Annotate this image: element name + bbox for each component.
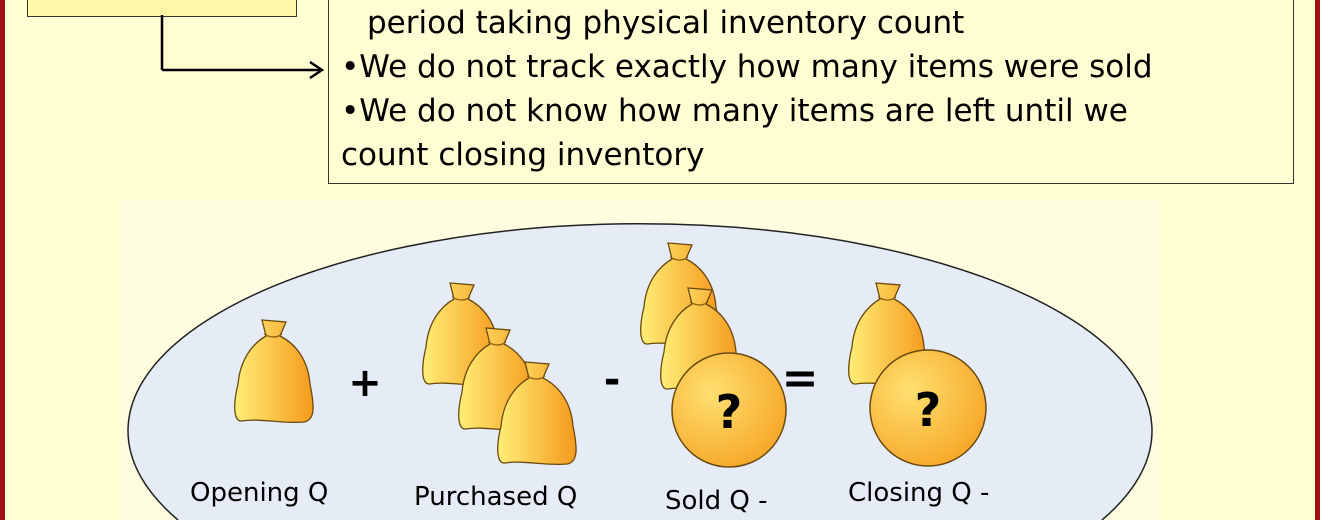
text-line: •We do not track exactly how many items … — [341, 49, 1153, 85]
text-line: •We do not know how many items are left … — [341, 93, 1128, 129]
unknown-sold-symbol: ? — [716, 385, 743, 439]
slide-border-right — [1315, 0, 1320, 520]
label-sold: Sold Q - — [665, 486, 768, 516]
explanation-textbox: period taking physical inventory count •… — [328, 0, 1294, 184]
plus-operator: + — [348, 360, 382, 406]
arrow-head-icon — [309, 60, 325, 80]
text-line: period taking physical inventory count — [367, 5, 965, 41]
label-opening: Opening Q — [190, 478, 329, 508]
inventory-ellipse-outline — [127, 223, 1153, 520]
label-purchased: Purchased Q — [414, 482, 578, 512]
text-line: count closing inventory — [341, 137, 705, 173]
unknown-sold-ball-icon — [671, 352, 787, 468]
unknown-closing-symbol: ? — [915, 383, 942, 437]
label-closing: Closing Q - — [848, 478, 990, 508]
unknown-closing-ball-icon — [869, 349, 987, 467]
equals-operator: = — [782, 353, 819, 404]
minus-operator: - — [604, 357, 621, 403]
slide-border-left — [0, 0, 5, 520]
